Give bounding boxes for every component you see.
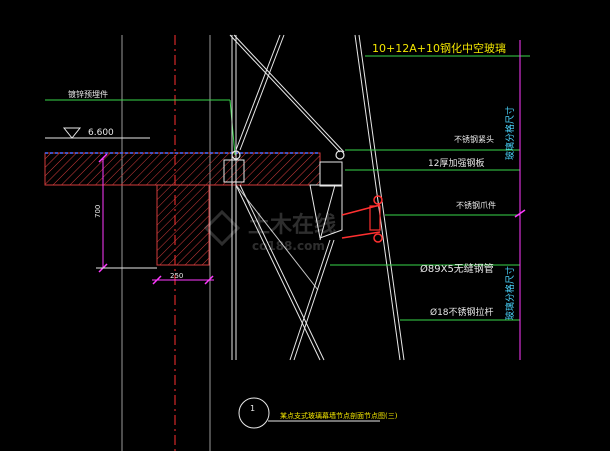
title-number-circle: [238, 397, 270, 429]
dim-700-text: 700: [94, 205, 102, 218]
dim-250-tick-l: [152, 275, 162, 285]
dim-250-text: 250: [170, 272, 183, 280]
rod-label: Ø18不锈钢拉杆: [430, 306, 494, 318]
bracket-block: [223, 159, 245, 183]
title-number: 1: [250, 404, 255, 413]
grid-dim-tick-mid: [514, 209, 526, 218]
upper-right-pin: [335, 150, 345, 160]
svg-text:co188.com: co188.com: [252, 239, 325, 253]
support-arm: [309, 184, 343, 239]
watermark: 土木在线 co188.com: [203, 209, 336, 253]
clamp-label: 不锈钢爪件: [456, 200, 496, 210]
plate-label: 12厚加强钢板: [428, 157, 484, 169]
tube-label: Ø89X5无缝钢管: [420, 262, 494, 275]
callout-leaders: [330, 149, 520, 321]
grid-upper-label: 玻璃分格尺寸: [504, 106, 516, 160]
dim-250-tick-r: [204, 275, 214, 285]
tie-rods: [229, 34, 345, 361]
elevation-triangle: [62, 127, 82, 139]
concrete-slab: [44, 152, 321, 186]
glass-panel: [354, 34, 405, 361]
dim-700-tick-top: [98, 153, 108, 163]
embed-label: 镀锌预埋件: [68, 89, 108, 99]
svg-text:土木在线: 土木在线: [248, 212, 336, 238]
spider-fitting: [341, 195, 383, 243]
concrete-beam: [156, 184, 210, 266]
steel-plate-block: [319, 161, 343, 187]
elevation-value: 6.600: [88, 128, 114, 138]
grid-lower-label: 玻璃分格尺寸: [504, 266, 516, 320]
claw-label: 不锈钢紧头: [454, 134, 494, 144]
glass-spec-label: 10+12A+10钢化中空玻璃: [372, 41, 506, 55]
drawing-title: 某点支式玻璃幕墙节点剖面节点图(三): [280, 411, 398, 420]
upper-left-pin: [231, 150, 241, 160]
